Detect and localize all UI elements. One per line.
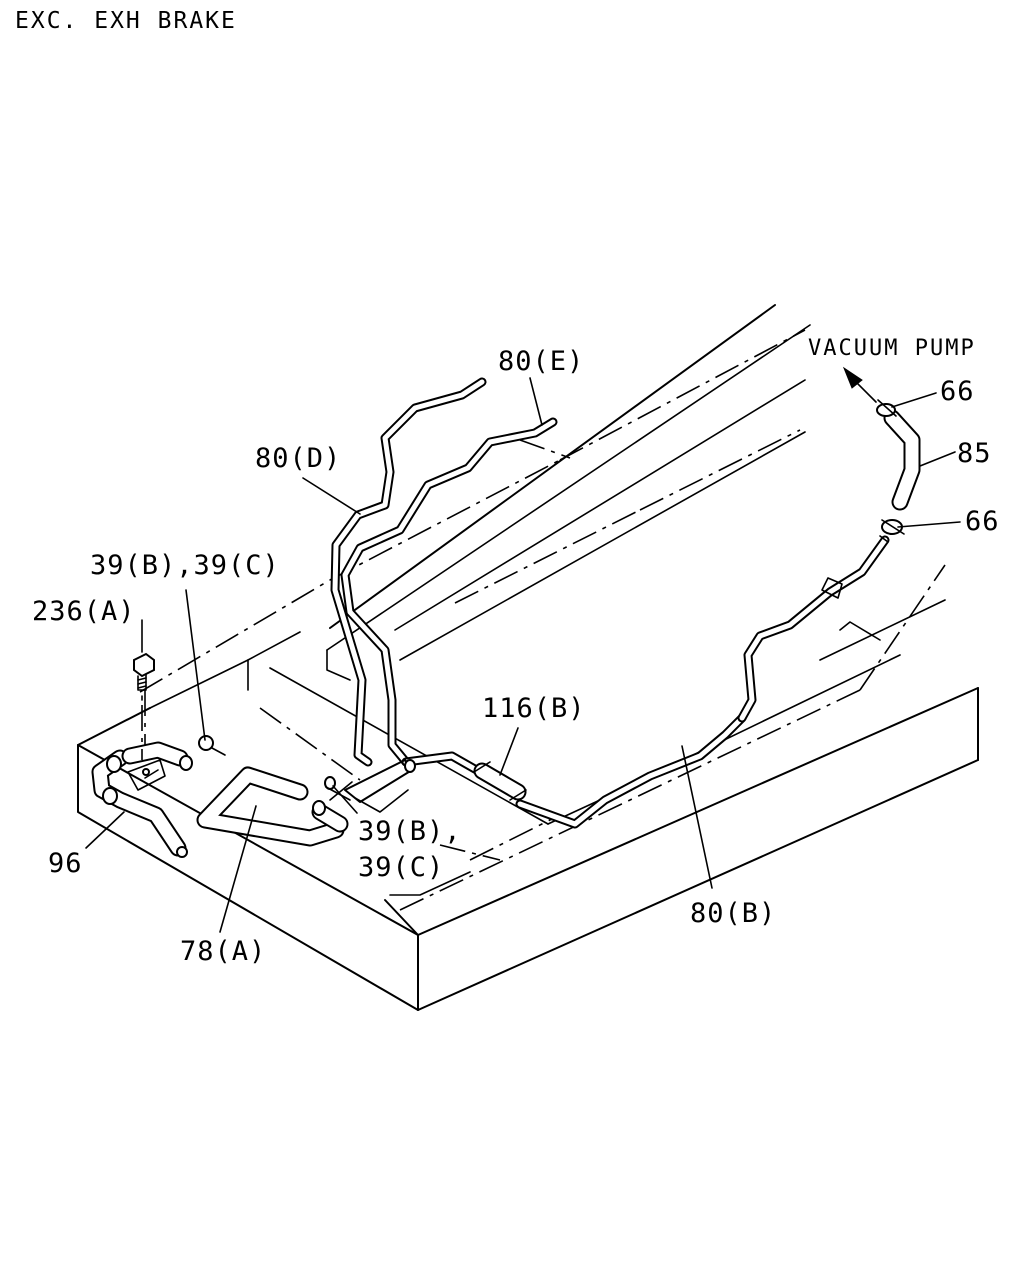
part-label-96: 96 bbox=[48, 848, 83, 879]
part-label-66-bottom: 66 bbox=[965, 506, 1000, 537]
clip-39bc-left bbox=[198, 735, 226, 756]
part-label-39c: 39(C) bbox=[358, 852, 445, 883]
pipe-80d bbox=[330, 377, 487, 767]
part-label-78a: 78(A) bbox=[180, 936, 267, 967]
part-label-80d: 80(D) bbox=[255, 443, 342, 474]
part-label-80b: 80(B) bbox=[690, 898, 777, 929]
hose-78a bbox=[196, 766, 351, 847]
part-label-66-top: 66 bbox=[940, 376, 975, 407]
hose-116b bbox=[473, 761, 527, 801]
diagram-title: EXC. EXH BRAKE bbox=[15, 8, 237, 34]
pipe-bracket bbox=[329, 759, 416, 813]
clamp-66-top bbox=[876, 399, 897, 417]
part-label-39bc-top: 39(B),39(C) bbox=[90, 550, 280, 581]
leader-lines bbox=[85, 377, 961, 933]
part-label-116b: 116(B) bbox=[482, 693, 586, 724]
part-label-39b: 39(B), bbox=[358, 816, 462, 847]
vacuum-pump-arrow bbox=[842, 366, 877, 403]
part-label-236a: 236(A) bbox=[32, 596, 136, 627]
part-label-85: 85 bbox=[957, 438, 992, 469]
frame-rail bbox=[77, 304, 979, 1011]
pipe-80e bbox=[340, 417, 558, 767]
part-label-80e: 80(E) bbox=[498, 346, 585, 377]
hose-85 bbox=[883, 409, 921, 511]
vacuum-pump-label: VACUUM PUMP bbox=[808, 336, 976, 361]
pipe-80b bbox=[401, 535, 890, 829]
bolt-236a bbox=[133, 652, 155, 760]
clamp-66-bottom bbox=[881, 519, 905, 535]
pump-connector bbox=[821, 535, 889, 599]
hose-96 bbox=[91, 741, 193, 858]
